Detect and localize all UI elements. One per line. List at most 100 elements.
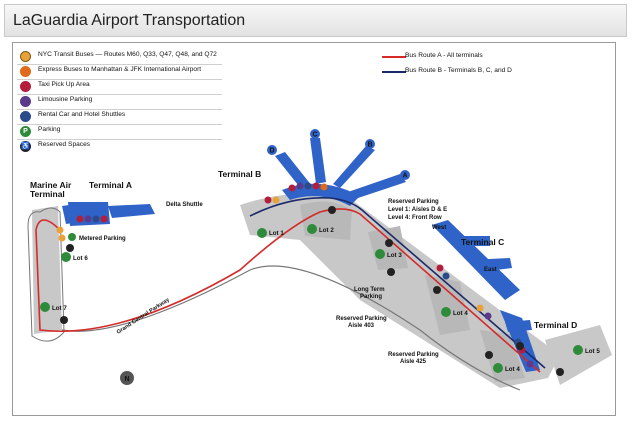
accessible-marker-1 — [328, 206, 336, 214]
reserved-403-label-2: Aisle 403 — [348, 323, 375, 329]
ground-main — [240, 193, 560, 388]
legend-item-parking: P Parking — [17, 125, 222, 140]
gate-d-marker — [267, 145, 277, 155]
parking-marker-metered — [68, 233, 76, 241]
route-b-label: Bus Route B - Terminals B, C, and D — [405, 67, 512, 74]
terminal-c-label: Terminal C — [461, 237, 504, 247]
parking-marker-lot6 — [61, 252, 71, 262]
grand-central-parkway — [61, 265, 521, 391]
lot4a-label: Lot 4 — [453, 310, 468, 317]
accessible-marker-6 — [516, 342, 524, 350]
legend-item-shuttles: Rental Car and Hotel Shuttles — [17, 110, 222, 125]
marine-air-label-2: Terminal — [30, 189, 65, 199]
long-term-label-2: Parking — [360, 294, 382, 300]
delta-shuttle-pier — [108, 204, 155, 218]
legend-item-express-buses: Express Buses to Manhattan & JFK Interna… — [17, 65, 222, 80]
taxi-icon — [20, 81, 31, 92]
gate-b-label: B — [367, 142, 372, 149]
transit-icons-terminal-a — [76, 215, 108, 223]
express-bus-icon — [20, 66, 31, 77]
gate-a-marker — [400, 170, 410, 180]
reserved-425-label: Reserved Parking — [388, 352, 439, 358]
gate-a-pier — [348, 174, 406, 200]
lot5-label: Lot 5 — [585, 348, 600, 355]
legend-label: NYC Transit Buses — Routes M60, Q33, Q47… — [38, 51, 217, 58]
legend-item-reserved: ♿ Reserved Spaces — [17, 140, 222, 154]
gate-d-label: D — [269, 148, 274, 155]
accessible-marker-2 — [385, 239, 393, 247]
limousine-icon — [20, 96, 31, 107]
metered-parking-label: Metered Parking — [79, 236, 126, 242]
legend-item-nyc-transit-buses: NYC Transit Buses — Routes M60, Q33, Q47… — [17, 50, 222, 65]
legend-label: Taxi Pick Up Area — [38, 81, 90, 88]
terminal-b-label: Terminal B — [218, 169, 261, 179]
lot6-label: Lot 6 — [73, 255, 88, 262]
roads — [27, 207, 521, 391]
parking-marker-lot7 — [40, 302, 50, 312]
gate-c-pier — [310, 138, 326, 184]
gate-b-pier — [333, 146, 375, 188]
west-label: West — [432, 225, 446, 231]
page-title: LaGuardia Airport Transportation — [13, 12, 246, 29]
lot2-label: Lot 2 — [319, 227, 334, 234]
route-b-swatch — [382, 71, 406, 73]
route-legend-a: Bus Route A - All terminals — [378, 50, 593, 64]
transit-icons-terminal-b — [264, 182, 328, 204]
parking-marker-lot3 — [375, 249, 385, 259]
legend-label: Limousine Parking — [38, 96, 93, 103]
legend-label: Express Buses to Manhattan & JFK Interna… — [38, 66, 202, 73]
route-b-path — [249, 197, 546, 369]
gate-c-marker — [310, 129, 320, 139]
gate-c-label: C — [312, 132, 317, 139]
parking-marker-lot4b — [493, 363, 503, 373]
accessible-marker-4 — [433, 286, 441, 294]
route-legend-b: Bus Route B - Terminals B, C, and D — [378, 65, 593, 79]
reserved-403-label: Reserved Parking — [336, 316, 387, 322]
lot1-label: Lot 1 — [269, 230, 284, 237]
reserved-parking-label-1: Reserved Parking — [388, 199, 439, 205]
gate-b-marker — [365, 139, 375, 149]
title-bar: LaGuardia Airport Transportation — [4, 4, 627, 37]
parking-marker-lot5 — [573, 345, 583, 355]
legend-label: Parking — [38, 126, 61, 133]
shuttle-icon — [20, 111, 31, 122]
gate-d-pier — [275, 152, 312, 190]
accessible-icon: ♿ — [20, 141, 31, 152]
marine-air-label: Marine Air — [30, 180, 72, 190]
parking-marker-lot4a — [441, 307, 451, 317]
accessible-marker-8 — [60, 316, 68, 324]
grand-central-parkway-label: Grand Central Parkway — [116, 297, 172, 336]
west-loop-road — [27, 207, 65, 342]
transit-icons-west — [56, 226, 66, 242]
lot3-area — [368, 226, 408, 270]
route-a-swatch — [382, 56, 406, 58]
route-a-label: Bus Route A - All terminals — [405, 52, 483, 59]
terminal-c-pier-west — [448, 236, 490, 246]
accessible-marker-9 — [66, 244, 74, 252]
terminal-a-label: Terminal A — [89, 180, 132, 190]
parking-icon: P — [20, 126, 31, 137]
east-label: East — [484, 267, 497, 273]
long-term-label: Long Term — [354, 287, 385, 293]
legend-item-limousine: Limousine Parking — [17, 95, 222, 110]
north-arrow-label: N — [124, 376, 129, 383]
legend-label: Reserved Spaces — [38, 141, 91, 148]
ground-west-strip — [32, 206, 62, 334]
accessible-marker-3 — [387, 268, 395, 276]
north-arrow-icon — [120, 371, 134, 385]
lot2-area — [300, 201, 352, 240]
bus-icon — [20, 51, 31, 62]
legend-label: Rental Car and Hotel Shuttles — [38, 111, 126, 118]
reserved-parking-label-1b: Level 1: Aisles D & E — [388, 207, 447, 213]
transit-icons-terminal-c — [436, 264, 492, 320]
reserved-425-label-2: Aisle 425 — [400, 359, 427, 365]
parking-marker-lot2 — [307, 224, 317, 234]
parking-marker-lot1 — [257, 228, 267, 238]
delta-shuttle-label: Delta Shuttle — [166, 202, 203, 208]
lot3-label: Lot 3 — [387, 252, 402, 259]
lot4b-label: Lot 4 — [505, 366, 520, 373]
marine-air-pier — [62, 204, 80, 224]
accessible-marker-5 — [485, 351, 493, 359]
